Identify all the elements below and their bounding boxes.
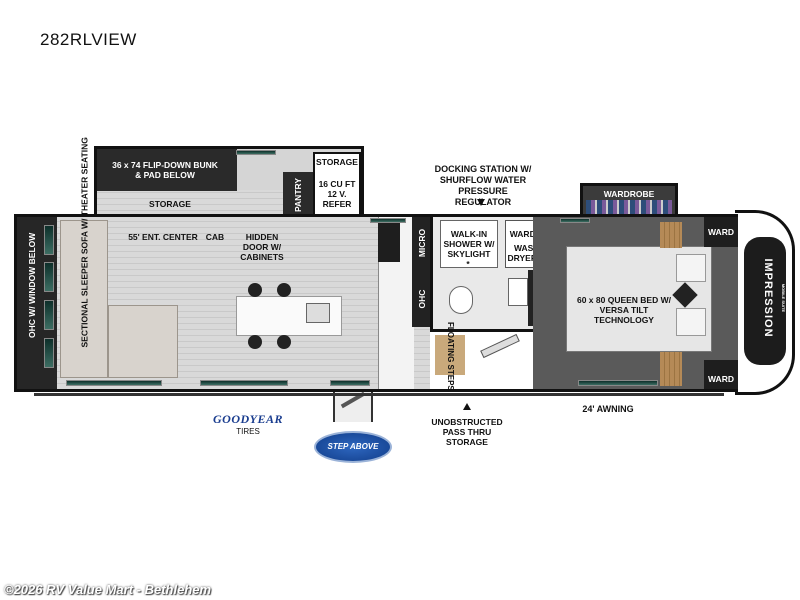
pillow-2 — [676, 308, 706, 336]
model-title: 282RLVIEW — [40, 30, 137, 49]
bed-label: 60 x 80 QUEEN BED W/ VERSA TILT TECHNOLO… — [576, 295, 671, 325]
stool-4 — [277, 335, 291, 349]
ward-bottom — [704, 360, 738, 389]
stool-1 — [248, 283, 262, 297]
impression-sub: MOBILE SUITE — [781, 283, 786, 313]
refer-label: 16 CU FT 12 V. REFER — [318, 179, 356, 209]
cab-label: CAB — [205, 232, 225, 242]
storage-top-label: STORAGE — [316, 157, 358, 167]
pantry — [283, 172, 313, 216]
pillow-1 — [676, 254, 706, 282]
side-window-1 — [66, 380, 162, 386]
stepabove-logo — [314, 431, 392, 463]
rear-window-1 — [44, 225, 54, 255]
wardrobe-clothes — [586, 200, 672, 214]
pantry-label: PANTRY — [293, 178, 303, 212]
stepabove-label: STEP ABOVE — [327, 442, 379, 451]
ward-top — [704, 217, 738, 247]
awning-label: 24' AWNING — [582, 404, 634, 414]
bunk-flipdown — [97, 149, 237, 191]
bath-sink — [508, 278, 528, 306]
sectional-sofa — [60, 220, 108, 378]
wardrobe-top-label: WARDROBE — [603, 189, 655, 199]
shower — [440, 220, 498, 268]
ward-bottom-label: WARD — [708, 374, 734, 384]
rear-window-4 — [44, 338, 54, 368]
stool-2 — [277, 283, 291, 297]
hidden-door-label: HIDDEN DOOR W/ CABINETS — [240, 232, 284, 262]
nightstand-top — [660, 222, 682, 248]
bath-wall — [430, 217, 433, 329]
side-window-3 — [330, 380, 370, 386]
arrow-up-icon — [463, 403, 471, 410]
top-window-2 — [560, 218, 590, 223]
footer-watermark: ©2026 RV Value Mart - Bethlehem — [4, 582, 212, 597]
refer-box — [313, 152, 361, 216]
stool-3 — [248, 335, 262, 349]
slideout-window — [236, 150, 276, 155]
side-window-2 — [200, 380, 288, 386]
rear-window-2 — [44, 262, 54, 292]
island-sink — [306, 303, 330, 323]
shower-star: * — [466, 259, 470, 269]
rear-window-3 — [44, 300, 54, 330]
top-window-1 — [370, 218, 406, 223]
bunk-label: 36 x 74 FLIP-DOWN BUNK & PAD BELOW — [112, 160, 218, 180]
side-window-4 — [578, 380, 658, 386]
shower-label: WALK-IN SHOWER W/ SKYLIGHT — [443, 229, 495, 259]
goodyear-tires: TIRES — [236, 427, 260, 436]
micro-ohc-block — [412, 217, 432, 327]
front-cap-badge — [744, 237, 786, 365]
goodyear-logo: GOODYEAR — [212, 412, 283, 426]
sectional-sofa-seat — [108, 305, 178, 378]
floating-steps — [435, 335, 465, 375]
nightstand-bottom — [660, 352, 682, 386]
ent-center-label: 55' ENT. CENTER — [128, 232, 198, 242]
bath-bottom-wall — [430, 329, 552, 332]
pass-thru-label: UNOBSTRUCTED PASS THRU STORAGE — [431, 417, 503, 447]
sofa-label: SECTIONAL SLEEPER SOFA W/ THEATER SEATIN… — [79, 137, 90, 348]
arrow-down-icon — [477, 199, 485, 206]
storage-slide-label: STORAGE — [149, 199, 191, 209]
stove — [378, 222, 400, 262]
ohc-label: OHC — [417, 289, 427, 309]
floating-steps-label: FLOATING STEPS — [446, 322, 455, 391]
micro-label: MICRO — [417, 228, 427, 258]
ward-top-label: WARD — [708, 227, 734, 237]
awning-line — [34, 393, 724, 396]
ohc-window-label: OHC W/ WINDOW BELOW — [27, 232, 37, 338]
impression-logo: IMPRESSION — [762, 258, 774, 338]
toilet — [449, 286, 473, 314]
